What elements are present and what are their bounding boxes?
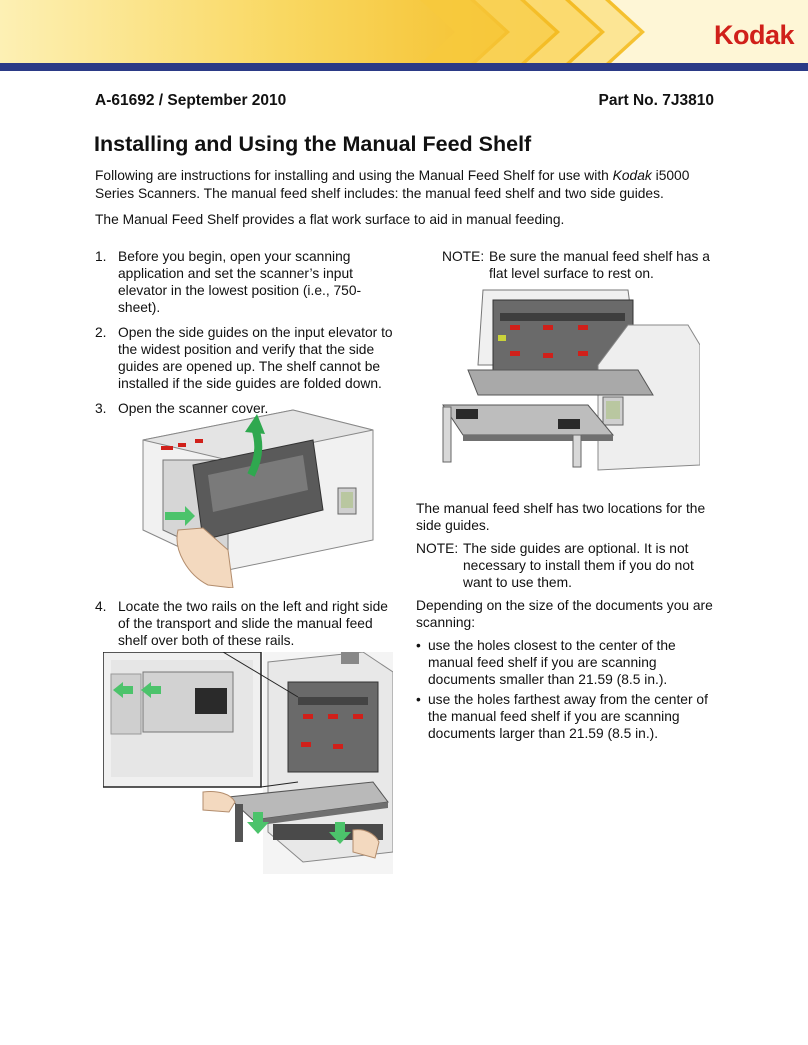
step-text: Open the side guides on the input elevat… bbox=[118, 325, 393, 391]
note-optional-guides: NOTE: The side guides are optional. It i… bbox=[416, 540, 716, 591]
depending-intro: Depending on the size of the documents y… bbox=[416, 598, 713, 630]
step-2: 2. Open the side guides on the input ele… bbox=[95, 324, 395, 392]
intro-brand: Kodak bbox=[612, 168, 652, 183]
intro-paragraph-2: The Manual Feed Shelf provides a flat wo… bbox=[95, 212, 565, 227]
bullet-item: • use the holes closest to the center of… bbox=[416, 637, 716, 688]
intro-text: Following are instructions for installin… bbox=[95, 168, 613, 183]
note-text: The side guides are optional. It is not … bbox=[463, 541, 694, 590]
note-text: Be sure the manual feed shelf has a flat… bbox=[489, 249, 710, 281]
intro-paragraph-1: Following are instructions for installin… bbox=[95, 167, 715, 203]
side-guide-locations: The manual feed shelf has two locations … bbox=[416, 501, 706, 533]
shelf-install-illustration bbox=[103, 652, 393, 874]
step-number: 2. bbox=[95, 325, 107, 340]
scanner-cover-illustration bbox=[142, 409, 374, 588]
part-number: Part No. 7J3810 bbox=[598, 92, 714, 109]
bullet-glyph: • bbox=[416, 638, 421, 653]
step-text: Open the scanner cover. bbox=[118, 401, 269, 416]
intro: Following are instructions for installin… bbox=[95, 167, 715, 235]
page-title: Installing and Using the Manual Feed She… bbox=[94, 132, 532, 156]
notes-column-lower: The manual feed shelf has two locations … bbox=[416, 500, 716, 745]
step-number: 4. bbox=[95, 599, 107, 614]
figure-open-cover bbox=[133, 400, 378, 588]
step-text: Before you begin, open your scanning app… bbox=[118, 249, 362, 315]
doc-id: A-61692 / September 2010 bbox=[95, 92, 287, 109]
bullet-text: use the holes farthest away from the cen… bbox=[428, 692, 708, 741]
note-label: NOTE: bbox=[442, 249, 485, 264]
step-3: 3. Open the scanner cover. bbox=[95, 400, 395, 417]
bullet-item: • use the holes farthest away from the c… bbox=[416, 691, 716, 742]
step-number: 3. bbox=[95, 401, 107, 416]
intro-text-cont: i5000 Series Scanners. The manual feed s… bbox=[95, 168, 690, 201]
steps-column: 1. Before you begin, open your scanning … bbox=[95, 248, 395, 425]
header-band bbox=[0, 0, 808, 68]
step-number: 1. bbox=[95, 249, 107, 264]
figure-shelf-installed bbox=[438, 285, 700, 473]
header-rule bbox=[0, 63, 808, 71]
step-text: Locate the two rails on the left and rig… bbox=[118, 599, 388, 648]
steps-column-continued: 4. Locate the two rails on the left and … bbox=[95, 598, 395, 657]
bullet-glyph: • bbox=[416, 692, 421, 707]
kodak-logo: Kodak bbox=[713, 20, 795, 50]
shelf-installed-illustration bbox=[442, 289, 700, 471]
step-4: 4. Locate the two rails on the left and … bbox=[95, 598, 395, 649]
step-1: 1. Before you begin, open your scanning … bbox=[95, 248, 395, 316]
notes-column: NOTE: Be sure the manual feed shelf has … bbox=[416, 248, 716, 288]
header-chevrons-graphic bbox=[0, 0, 808, 68]
bullet-text: use the holes closest to the center of t… bbox=[428, 638, 676, 687]
note-label: NOTE: bbox=[416, 541, 459, 556]
note-level-surface: NOTE: Be sure the manual feed shelf has … bbox=[442, 248, 716, 282]
figure-install-shelf bbox=[103, 652, 393, 874]
